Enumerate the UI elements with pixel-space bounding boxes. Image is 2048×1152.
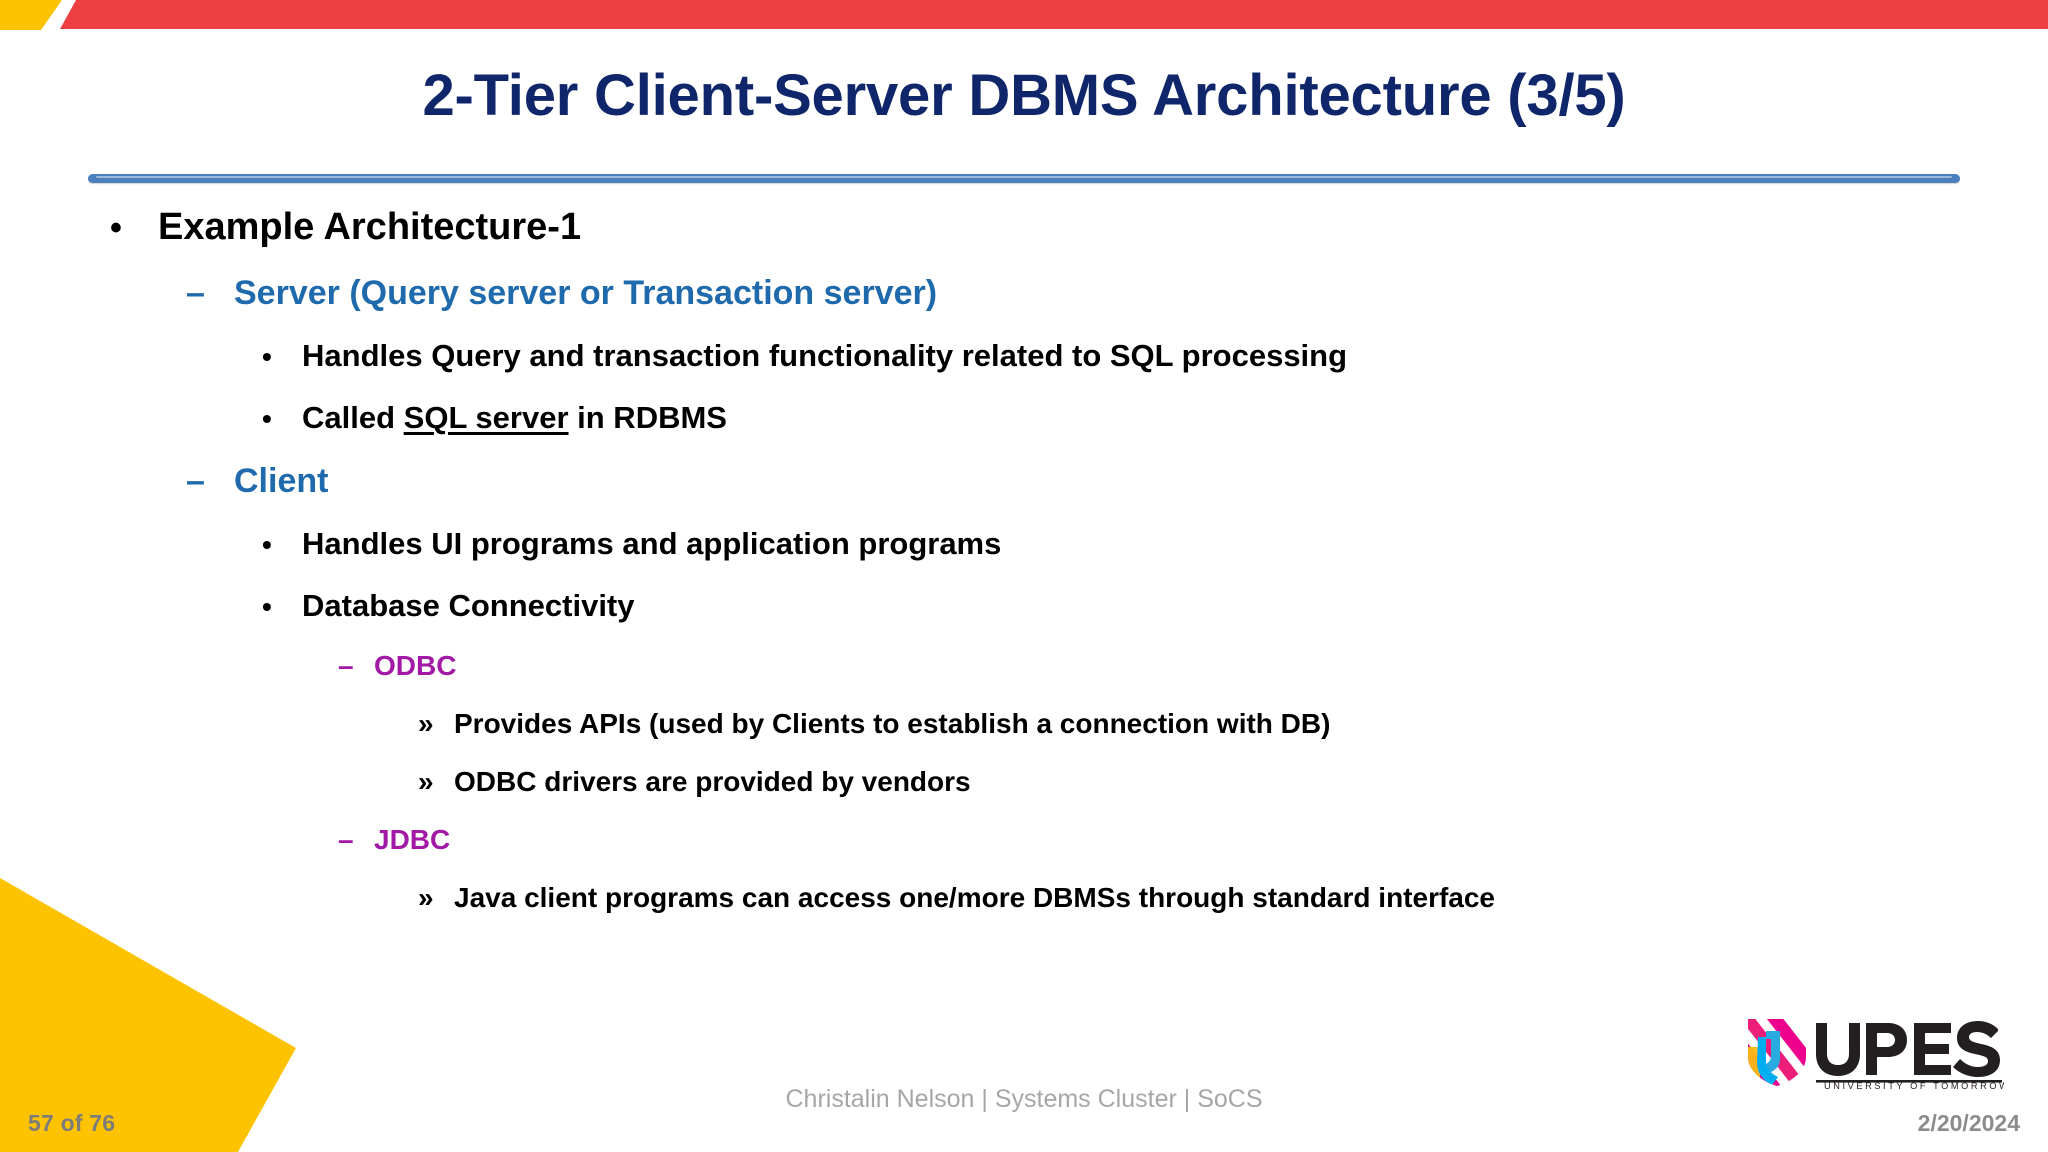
- outline-item-level4-odbc: – ODBC: [0, 650, 2048, 708]
- page-number: 57 of 76: [28, 1110, 116, 1136]
- outline-item-level5: » ODBC drivers are provided by vendors: [0, 766, 2048, 824]
- outline-item-level3: • Handles Query and transaction function…: [0, 338, 2048, 400]
- bullet-dash-icon: –: [186, 462, 205, 500]
- outline-text: Database Connectivity: [302, 588, 635, 623]
- outline-item-level2-server: – Server (Query server or Transaction se…: [0, 274, 2048, 338]
- outline-item-level5: » Java client programs can access one/mo…: [0, 882, 2048, 940]
- title-divider-rule: [88, 174, 1960, 183]
- bullet-dash-icon: –: [338, 650, 354, 681]
- bullet-dash-icon: –: [338, 824, 354, 855]
- outline-item-level3-db-connectivity: • Database Connectivity: [0, 588, 2048, 650]
- bullet-dot-icon: •: [262, 529, 272, 560]
- outline-text: ODBC: [374, 650, 457, 681]
- bullet-dot-icon: •: [262, 591, 272, 622]
- footer-date: 2/20/2024: [1917, 1110, 2020, 1136]
- outline-text: Java client programs can access one/more…: [454, 882, 1496, 913]
- yellow-trapezoid-icon: [0, 0, 62, 30]
- upes-emblem-icon: [1748, 1019, 1806, 1086]
- outline-item-level3: • Handles UI programs and application pr…: [0, 526, 2048, 588]
- outline-item-level4-jdbc: – JDBC: [0, 824, 2048, 882]
- upes-wordmark: [1816, 1021, 2000, 1077]
- bullet-dot-icon: •: [110, 209, 122, 247]
- outline-text: ODBC drivers are provided by vendors: [454, 766, 971, 797]
- upes-logo: UNIVERSITY OF TOMORROW: [1744, 1017, 2004, 1089]
- upes-tagline: UNIVERSITY OF TOMORROW: [1824, 1081, 2004, 1089]
- bullet-guillemet-icon: »: [418, 766, 434, 797]
- outline-text: Server (Query server or Transaction serv…: [234, 274, 938, 312]
- outline-item-level2-client: – Client: [0, 462, 2048, 526]
- outline-text: Client: [234, 462, 329, 500]
- bullet-guillemet-icon: »: [418, 882, 434, 913]
- outline-text: JDBC: [374, 824, 451, 855]
- outline-text: Handles Query and transaction functional…: [302, 338, 1348, 373]
- slide-body: • Example Architecture-1 – Server (Query…: [0, 206, 2048, 940]
- outline-text: Handles UI programs and application prog…: [302, 526, 1002, 561]
- outline-item-level3-sql-server: • Called SQL server in RDBMS: [0, 400, 2048, 462]
- outline-item-level1: • Example Architecture-1: [0, 206, 2048, 274]
- bullet-dash-icon: –: [186, 274, 205, 312]
- footer-credit: Christalin Nelson | Systems Cluster | So…: [785, 1085, 1263, 1113]
- outline-text: Provides APIs (used by Clients to establ…: [454, 708, 1331, 739]
- outline-text-suffix: in RDBMS: [568, 400, 727, 435]
- bullet-guillemet-icon: »: [418, 708, 434, 739]
- bullet-dot-icon: •: [262, 403, 272, 434]
- logo-rule: [1816, 1080, 2002, 1083]
- top-banner: [0, 0, 2048, 34]
- outline-text-prefix: Called: [302, 400, 404, 435]
- red-banner-bar: [60, 0, 2048, 29]
- outline-text: Example Architecture-1: [158, 206, 582, 248]
- outline-text-composite: Called SQL server in RDBMS: [302, 400, 727, 436]
- slide-title: 2-Tier Client-Server DBMS Architecture (…: [422, 63, 1626, 128]
- outline-item-level5: » Provides APIs (used by Clients to esta…: [0, 708, 2048, 766]
- bullet-dot-icon: •: [262, 341, 272, 372]
- outline-text-underlined: SQL server: [403, 400, 569, 435]
